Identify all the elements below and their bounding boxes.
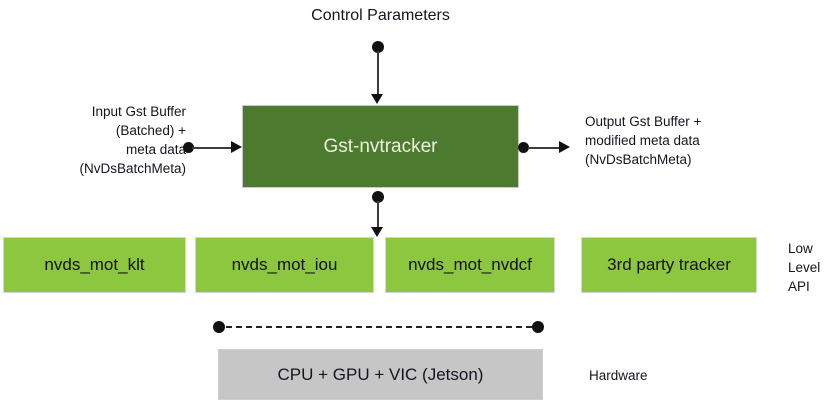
hardware-span-dashed-line [226,326,532,328]
output-arrowhead-icon [559,141,570,153]
input-arrow-dot [183,142,194,153]
hardware-box: CPU + GPU + VIC (Jetson) [218,349,543,400]
hardware-label: Hardware [589,368,648,383]
input-gst-buffer-label: Input Gst Buffer (Batched) + meta data (… [79,104,186,176]
gst-nvtracker-box-label: Gst-nvtracker [323,135,438,157]
output-arrow-dot [518,142,529,153]
low-level-arrow-line [377,201,379,229]
input-arrow-line [192,147,232,149]
output-arrow-line [528,147,560,149]
tracker-box-nvds-mot-klt: nvds_mot_klt [3,237,186,293]
low-level-arrowhead-icon [371,227,383,237]
input-arrowhead-icon [231,141,242,153]
hardware-span-left-dot [213,321,225,333]
tracker-box-3rd-party: 3rd party tracker [581,237,757,293]
tracker-box-label: nvds_mot_nvdcf [408,255,532,274]
control-parameters-arrow-line [377,51,379,96]
gst-nvtracker-box: Gst-nvtracker [242,105,519,188]
low-level-api-label: Low Level API [788,241,821,294]
control-parameters-arrow-dot [372,41,384,53]
tracker-box-label: 3rd party tracker [607,255,731,274]
control-parameters-arrowhead-icon [371,94,383,104]
tracker-box-label: nvds_mot_iou [231,255,338,274]
control-parameters-label: Control Parameters [311,7,450,24]
tracker-box-label: nvds_mot_klt [44,255,145,274]
tracker-box-nvds-mot-nvdcf: nvds_mot_nvdcf [385,237,555,293]
tracker-box-nvds-mot-iou: nvds_mot_iou [195,237,374,293]
hardware-box-label: CPU + GPU + VIC (Jetson) [277,364,484,384]
output-gst-buffer-label: Output Gst Buffer + modified meta data (… [585,114,702,167]
low-level-arrow-dot [372,191,384,203]
hardware-span-right-dot [532,321,544,333]
